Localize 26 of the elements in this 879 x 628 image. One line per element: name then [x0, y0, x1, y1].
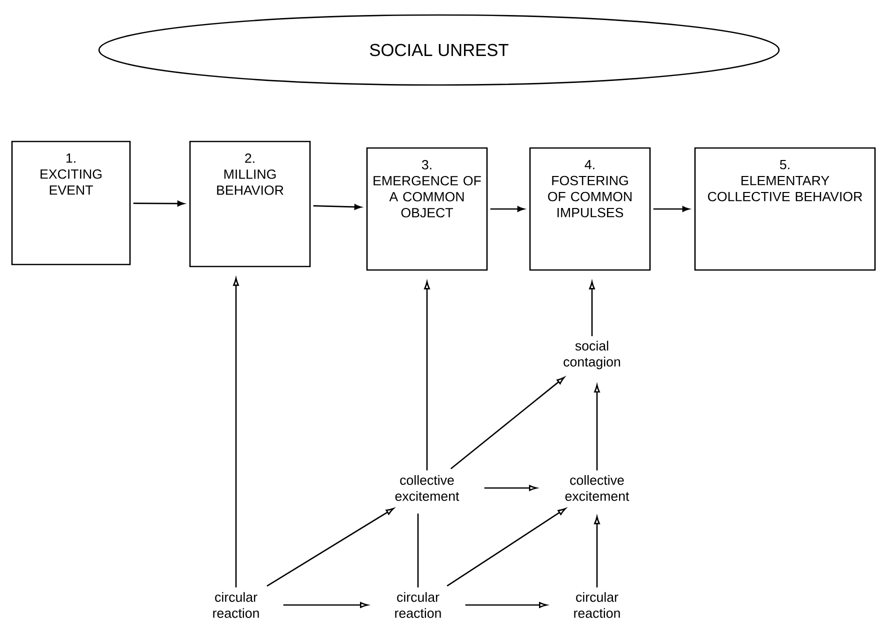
stage-box: 2. MILLING BEHAVIOR	[189, 140, 311, 268]
stage-box: 3. EMERGENCE OF A COMMON OBJECT	[366, 147, 488, 271]
stage-box: 1. EXCITING EVENT	[11, 140, 131, 266]
arrow	[594, 516, 600, 588]
arrow	[266, 508, 394, 587]
arrow	[490, 206, 524, 212]
arrow	[465, 602, 548, 608]
arrow	[594, 384, 600, 470]
arrow	[484, 485, 538, 491]
process-label: circular reaction	[395, 592, 441, 618]
arrow	[450, 376, 565, 470]
process-label: circular reaction	[574, 592, 620, 618]
arrow	[133, 200, 184, 206]
process-label: collective excitement	[395, 475, 460, 501]
arrow	[424, 281, 430, 470]
process-label: social contagion	[564, 340, 620, 370]
arrow	[313, 204, 362, 210]
process-label: collective excitement	[565, 475, 630, 501]
stage-box: 4. FOSTERING OF COMMON IMPULSES	[529, 147, 651, 271]
process-label: circular reaction	[213, 592, 259, 618]
arrow	[233, 278, 239, 588]
arrow	[283, 602, 368, 608]
arrow	[446, 508, 566, 587]
arrow	[653, 206, 690, 212]
arrow	[589, 281, 595, 336]
stage-box: 5. ELEMENTARY COLLECTIVE BEHAVIOR	[694, 147, 876, 271]
